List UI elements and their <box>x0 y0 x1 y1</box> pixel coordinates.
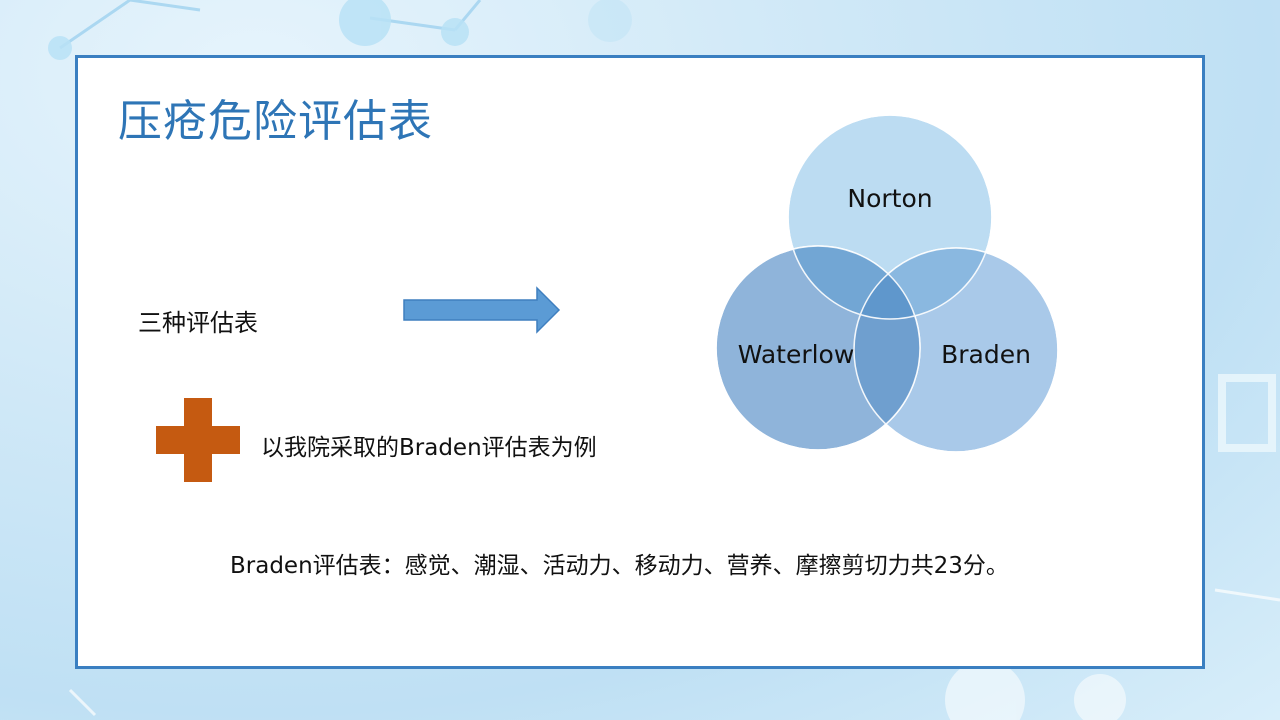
example-text: 以我院采取的Braden评估表为例 <box>261 435 597 461</box>
venn-diagram: Norton Waterlow Braden <box>715 114 1059 453</box>
venn-label-norton: Norton <box>847 184 932 213</box>
venn-overlap-center <box>854 248 920 319</box>
slide-title: 压疮危险评估表 <box>118 96 433 147</box>
content-frame: 压疮危险评估表 三种评估表 以我院采取的Braden评估表为例 <box>75 55 1205 669</box>
braden-description: Braden评估表：感觉、潮湿、活动力、移动力、营养、摩擦剪切力共23分。 <box>230 553 1009 579</box>
three-scales-label: 三种评估表 <box>138 309 258 337</box>
right-arrow-icon <box>403 286 561 334</box>
venn-label-braden: Braden <box>941 340 1031 369</box>
medical-cross-icon <box>156 398 240 482</box>
venn-label-waterlow: Waterlow <box>738 340 855 369</box>
